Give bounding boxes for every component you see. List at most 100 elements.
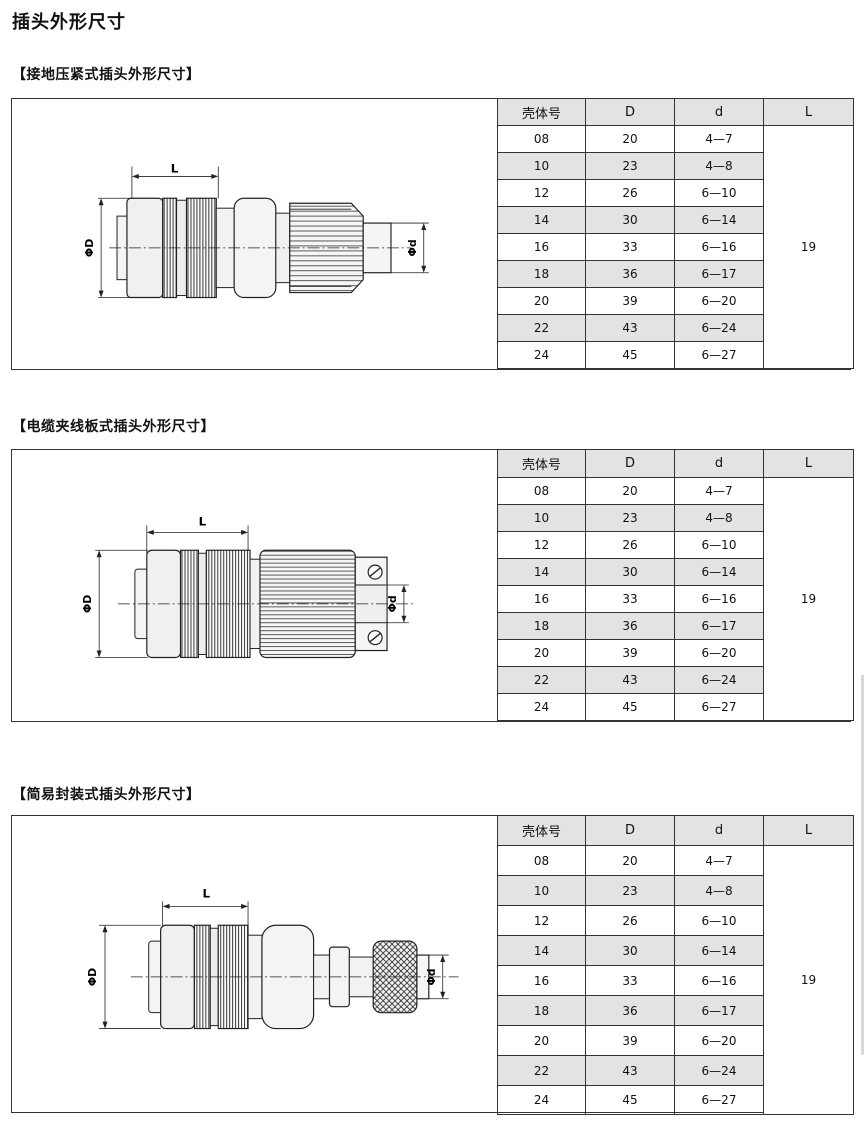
cell-d: 6—17 [674, 995, 764, 1026]
table-row: 24 45 6—27 [497, 341, 854, 369]
cell-D: 23 [585, 504, 675, 532]
table-row: 24 45 6—27 [497, 693, 854, 721]
cell-D: 30 [585, 206, 675, 234]
header-D: D [585, 449, 675, 478]
dimension-L-label: L [171, 161, 179, 175]
cell-D: 26 [585, 905, 675, 936]
cell-d: 6—24 [674, 314, 764, 342]
cell-d: 6—14 [674, 935, 764, 966]
table-row: 08 20 4—7 19 [497, 845, 854, 1115]
table-row: 16 33 6—16 [497, 965, 854, 996]
header-D: D [585, 98, 675, 126]
dimension-L-label: L [199, 514, 207, 528]
cell-d: 6—10 [674, 179, 764, 207]
page-title: 插头外形尺寸 [12, 12, 126, 33]
cell-shell-size: 18 [497, 612, 586, 640]
section-title-grounding-clamp: 【接地压紧式插头外形尺寸】 [12, 67, 201, 83]
table-row: 20 39 6—20 [497, 287, 854, 315]
cell-d: 6—17 [674, 260, 764, 288]
cell-d: 6—27 [674, 341, 764, 369]
cell-d: 6—17 [674, 612, 764, 640]
cell-shell-size: 08 [497, 845, 586, 876]
cell-D: 23 [585, 152, 675, 180]
table-row: 10 23 4—8 [497, 875, 854, 906]
cell-shell-size: 08 [497, 125, 586, 153]
header-L: L [763, 449, 854, 478]
cell-d: 4—7 [674, 845, 764, 876]
table-row: 08 20 4—7 19 [497, 125, 854, 369]
cell-D: 45 [585, 693, 675, 721]
cell-d: 4—7 [674, 477, 764, 505]
cell-D: 36 [585, 260, 675, 288]
cell-shell-size: 14 [497, 558, 586, 586]
table-header-row: 壳体号 D d L [497, 449, 854, 478]
cell-shell-size: 22 [497, 666, 586, 694]
table-row: 14 30 6—14 [497, 935, 854, 966]
table-row: 12 26 6—10 [497, 179, 854, 207]
table-row: 14 30 6—14 [497, 558, 854, 586]
cell-D: 33 [585, 965, 675, 996]
panel-cable-clamp-plate-plug: L ΦD Φd 壳体号 D [11, 449, 854, 722]
table-row: 20 39 6—20 [497, 1025, 854, 1056]
dimension-D-label: ΦD [83, 239, 96, 257]
table-row: 22 43 6—24 [497, 314, 854, 342]
cell-D: 20 [585, 845, 675, 876]
grounding-clamp-plug-drawing: L ΦD Φd [83, 161, 429, 299]
table-header-row: 壳体号 D d L [497, 98, 854, 126]
scrollbar-track[interactable] [861, 675, 864, 1055]
cell-shell-size: 20 [497, 287, 586, 315]
cell-D: 36 [585, 612, 675, 640]
cell-D: 26 [585, 531, 675, 559]
cell-shell-size: 16 [497, 585, 586, 613]
header-shell-size: 壳体号 [497, 449, 586, 478]
header-L: L [763, 815, 854, 846]
cell-D: 45 [585, 341, 675, 369]
table-row: 08 20 4—7 19 [497, 477, 854, 721]
cell-D: 20 [585, 477, 675, 505]
cell-d: 6—20 [674, 287, 764, 315]
spec-table-simple-seal: 壳体号 D d L 08 20 4—7 19 10 23 4—8 12 26 6… [497, 815, 854, 1115]
cell-D: 23 [585, 875, 675, 906]
table-row: 18 36 6—17 [497, 612, 854, 640]
cell-d: 6—24 [674, 666, 764, 694]
cell-L-merged: 19 [763, 477, 854, 721]
cell-D: 39 [585, 287, 675, 315]
cell-d: 4—8 [674, 875, 764, 906]
cell-D: 43 [585, 1055, 675, 1086]
cell-D: 36 [585, 995, 675, 1026]
cell-d: 6—20 [674, 1025, 764, 1056]
panel-grounding-clamp-plug: L ΦD Φd 壳体号 D d L [11, 98, 854, 370]
header-d: d [674, 98, 764, 126]
cell-shell-size: 16 [497, 233, 586, 261]
cell-d: 6—20 [674, 639, 764, 667]
cell-shell-size: 22 [497, 314, 586, 342]
cell-shell-size: 10 [497, 875, 586, 906]
table-row: 20 39 6—20 [497, 639, 854, 667]
cable-clamp-plate-plug-drawing: L ΦD Φd [81, 514, 416, 659]
header-d: d [674, 815, 764, 846]
cell-d: 4—8 [674, 152, 764, 180]
table-row: 22 43 6—24 [497, 1055, 854, 1086]
simple-seal-plug-drawing: L ΦD Φd [86, 886, 459, 1030]
cell-shell-size: 20 [497, 1025, 586, 1056]
cell-d: 6—14 [674, 558, 764, 586]
cell-shell-size: 24 [497, 1085, 586, 1115]
dimension-L-label: L [203, 886, 211, 900]
section-title-cable-clamp-plate: 【电缆夹线板式插头外形尺寸】 [12, 419, 215, 435]
cell-d: 6—16 [674, 965, 764, 996]
dimension-D-label: ΦD [81, 595, 94, 613]
cell-D: 39 [585, 639, 675, 667]
cell-D: 43 [585, 666, 675, 694]
cell-D: 26 [585, 179, 675, 207]
cell-shell-size: 08 [497, 477, 586, 505]
cell-shell-size: 10 [497, 504, 586, 532]
header-d: d [674, 449, 764, 478]
header-shell-size: 壳体号 [497, 815, 586, 846]
panel-simple-seal-plug: L ΦD Φd 壳体号 D d L [11, 815, 854, 1115]
cell-d: 4—7 [674, 125, 764, 153]
table-row: 24 45 6—27 [497, 1085, 854, 1115]
cell-D: 33 [585, 233, 675, 261]
cell-shell-size: 20 [497, 639, 586, 667]
dimension-D-label: ΦD [86, 968, 99, 986]
cell-d: 6—14 [674, 206, 764, 234]
